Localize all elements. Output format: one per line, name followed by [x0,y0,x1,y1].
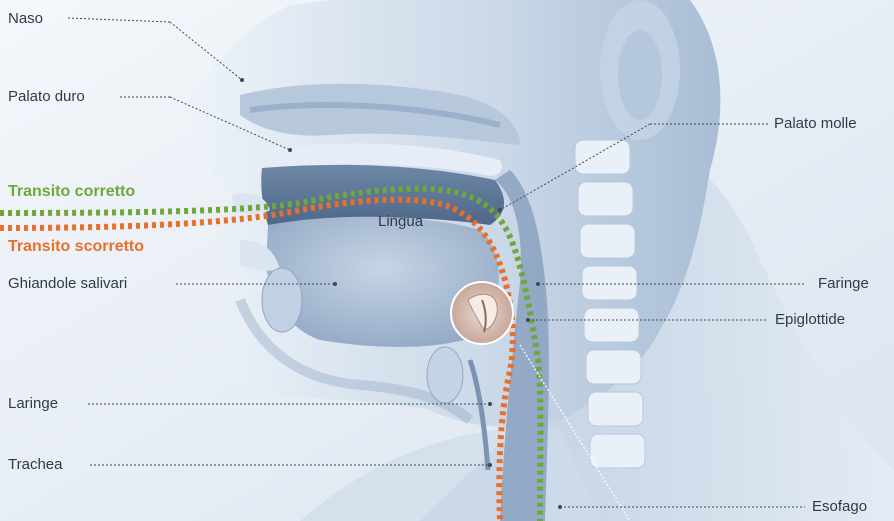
label-naso: Naso [8,10,43,28]
label-epiglottide: Epiglottide [775,311,845,329]
label-esofago: Esofago [812,498,867,516]
legend-correct-transit: Transito corretto [8,183,135,201]
label-laringe: Laringe [8,395,58,413]
label-ghiandole-salivari: Ghiandole salivari [8,275,127,293]
label-trachea: Trachea [8,456,62,474]
label-palato-molle: Palato molle [774,115,857,133]
legend-incorrect-transit: Transito scorretto [8,238,144,256]
label-lingua: Lingua [378,213,423,231]
label-palato-duro: Palato duro [8,88,85,106]
label-faringe: Faringe [818,275,869,293]
